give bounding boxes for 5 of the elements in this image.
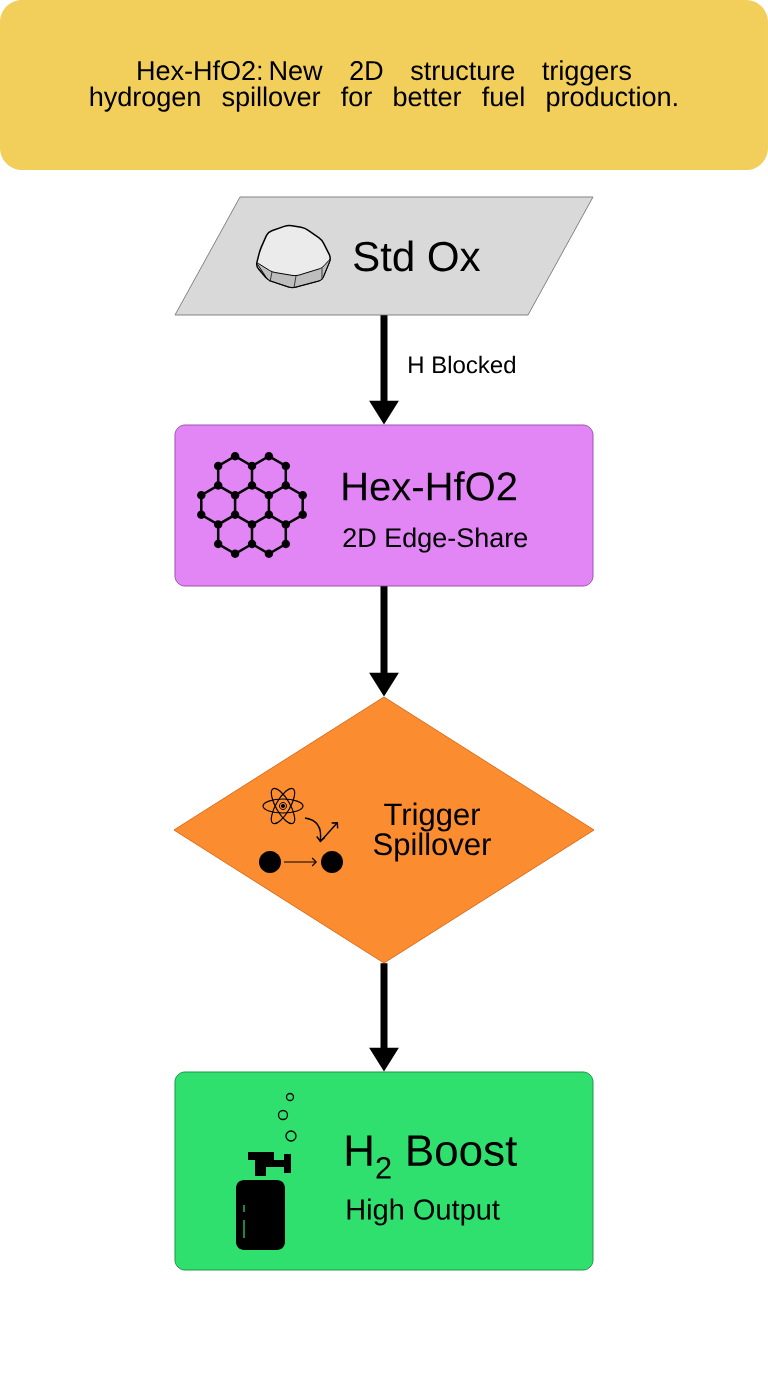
process-box: Hex-HfO2 2D Edge-Share [174, 424, 594, 587]
input-parallelogram: Std Ox [174, 196, 594, 316]
title-banner: Hex-HfO2: New 2D structure triggers hydrogen spillover for better fuel production. [0, 0, 768, 170]
edge-label: H Blocked [409, 355, 515, 374]
process-box: H$_{2}$ Boost High Output [174, 1071, 594, 1271]
